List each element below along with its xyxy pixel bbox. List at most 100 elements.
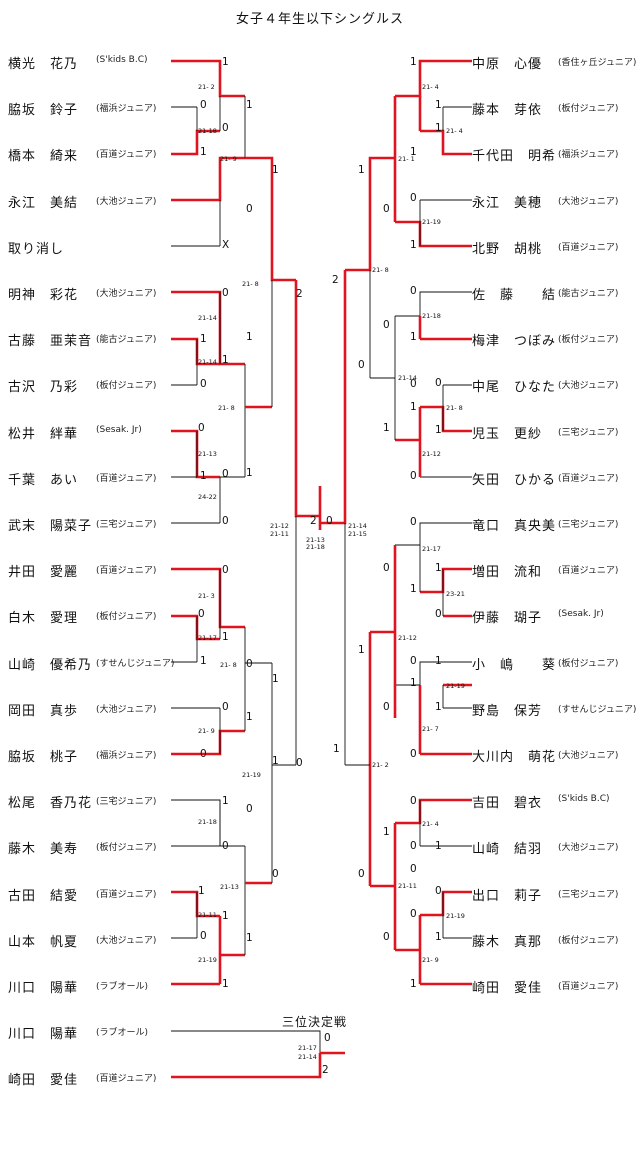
game-count: 0 <box>410 795 417 807</box>
winner-path-line <box>395 59 472 98</box>
game-count: 0 <box>200 930 207 942</box>
left-player-name: 川口 陽華 <box>8 981 79 996</box>
right-player-name: 藤本 芽依 <box>472 103 543 119</box>
game-count: 0 <box>435 885 442 897</box>
game-count: 1 <box>200 655 207 667</box>
right-player-club: (百道ジュニア) <box>558 242 619 253</box>
left-player-name: 千葉 あい <box>8 472 79 488</box>
game-count: 0 <box>410 840 417 852</box>
game-count: 0 <box>198 608 205 620</box>
match-score: 21- 4 <box>422 820 439 828</box>
match-score: 21- 9 <box>220 155 237 163</box>
game-count: 1 <box>410 331 417 343</box>
right-player-club: (三宅ジュニア) <box>558 889 619 900</box>
match-score: 21- 3 <box>198 592 215 600</box>
winner-path-line <box>171 59 245 98</box>
game-count: 1 <box>222 978 229 990</box>
game-count: 0 <box>222 468 229 480</box>
match-score: 21-17 <box>298 1044 317 1052</box>
game-count: 0 <box>324 1032 331 1044</box>
bracket-line <box>171 1030 345 1054</box>
right-player-name: 永江 美穂 <box>472 195 543 211</box>
bracket-line <box>395 291 472 317</box>
game-count: 0 <box>222 515 229 527</box>
game-count: 0 <box>383 319 390 331</box>
game-count: 1 <box>383 826 390 838</box>
match-score: 21-18 <box>306 543 325 551</box>
left-player-name: 取り消し <box>8 241 65 257</box>
right-player-club: (三宅ジュニア) <box>558 427 619 438</box>
game-count: 0 <box>383 562 390 574</box>
game-count: 0 <box>383 931 390 943</box>
match-score: 21-18 <box>198 818 217 826</box>
game-count: 0 <box>435 608 442 620</box>
game-count: 1 <box>222 354 229 366</box>
right-player-name: 藤木 真那 <box>472 934 543 950</box>
right-player-club: (香住ヶ丘ジュニア) <box>558 58 637 68</box>
right-player-name: 中尾 ひなた <box>472 380 557 396</box>
right-player-club: (百道ジュニア) <box>558 473 619 484</box>
match-score: 21-11 <box>198 911 217 919</box>
right-player-club: (大池ジュニア) <box>558 751 619 761</box>
game-count: 1 <box>410 56 417 68</box>
game-count: 1 <box>435 931 442 943</box>
left-player-name: 横光 花乃 <box>8 57 79 72</box>
right-player-club: (Sesak. Jr) <box>558 609 604 620</box>
game-count: 1 <box>410 583 417 595</box>
match-score: 21-11 <box>398 882 417 890</box>
match-score: 21-11 <box>270 530 289 538</box>
left-player-club: (ラブオール) <box>96 982 149 992</box>
winner-path-line <box>420 567 472 594</box>
match-score: 21- 2 <box>372 761 389 769</box>
game-count: 1 <box>246 932 253 944</box>
right-player-club: (大池ジュニア) <box>558 843 619 854</box>
game-count: 0 <box>296 757 303 769</box>
left-player-club: (福浜ジュニア) <box>96 104 157 115</box>
left-player-name: 古藤 亜茉音 <box>8 334 93 350</box>
right-player-club: (大池ジュニア) <box>558 196 619 207</box>
left-player-name: 古沢 乃彩 <box>8 380 79 396</box>
game-count: 0 <box>198 422 205 434</box>
game-count: 0 <box>410 908 417 920</box>
game-count: 1 <box>435 562 442 574</box>
right-player-name: 竜口 真央美 <box>472 519 557 534</box>
game-count: 1 <box>358 644 365 656</box>
left-player-club: (板付ジュニア) <box>96 381 157 392</box>
match-score: 21-14 <box>298 1053 317 1061</box>
right-player-club: (大池ジュニア) <box>558 381 619 392</box>
match-score: 21-12 <box>270 522 289 530</box>
left-player-club: (大池ジュニア) <box>96 704 157 715</box>
match-score: 21- 7 <box>422 725 439 733</box>
game-count: 0 <box>410 655 417 667</box>
match-score: 21- 4 <box>422 83 439 91</box>
game-count: 0 <box>358 359 365 371</box>
game-count: 0 <box>410 470 417 482</box>
game-count: 0 <box>410 285 417 297</box>
left-player-name: 武末 陽菜子 <box>8 519 93 534</box>
match-score: 21-19 <box>242 771 261 779</box>
third-place-player-name: 崎田 愛佳 <box>8 1073 79 1088</box>
match-score: 21-14 <box>198 358 217 366</box>
game-count: 0 <box>222 287 229 299</box>
game-count: 2 <box>332 274 339 286</box>
game-count: 1 <box>435 655 442 667</box>
game-count: 1 <box>358 164 365 176</box>
match-score: 21-19 <box>198 956 217 964</box>
game-count: 1 <box>410 239 417 251</box>
game-count: 1 <box>410 677 417 689</box>
right-player-name: 千代田 明希 <box>472 149 557 165</box>
game-count: 1 <box>222 631 229 643</box>
game-count: 0 <box>435 377 442 389</box>
match-score: 21-13 <box>198 450 217 458</box>
game-count: 0 <box>222 122 229 134</box>
game-count: 0 <box>222 564 229 576</box>
right-player-name: 大川内 萌花 <box>472 750 557 765</box>
game-count: 1 <box>246 99 253 111</box>
game-count: 0 <box>383 701 390 713</box>
page-title: 女子４年生以下シングルス <box>235 12 404 27</box>
left-player-name: 脇坂 桃子 <box>8 750 79 765</box>
left-player-name: 白木 愛理 <box>8 611 79 627</box>
right-player-club: (板付ジュニア) <box>558 658 619 669</box>
game-count: 2 <box>310 515 317 527</box>
